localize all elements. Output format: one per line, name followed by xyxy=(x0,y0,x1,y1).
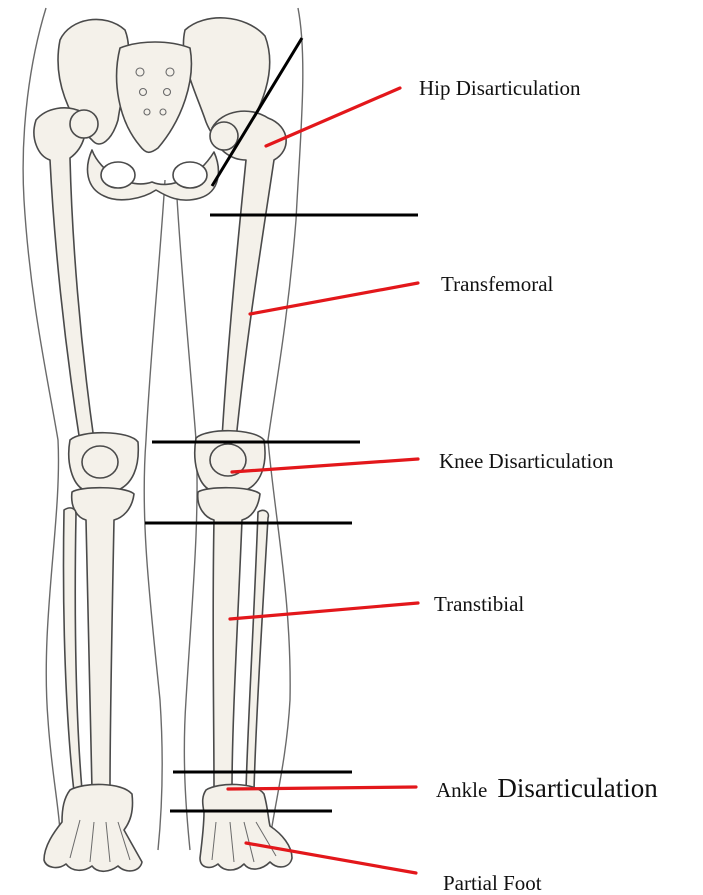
lower-leg-bones xyxy=(63,488,268,792)
pelvis xyxy=(58,18,270,200)
knee-disarticulation-label: Knee Disarticulation xyxy=(439,449,614,473)
partial-foot-label: Partial Foot xyxy=(443,871,542,895)
knees xyxy=(69,431,265,490)
transfemoral-label: Transfemoral xyxy=(441,272,554,296)
ankle-label-suffix: Disarticulation xyxy=(497,773,658,803)
transfemoral-pointer xyxy=(250,283,418,314)
hip-pointer xyxy=(266,88,400,146)
ankle-label-prefix: Ankle xyxy=(436,778,487,802)
labels: Hip Disarticulation Transfemoral Knee Di… xyxy=(419,76,658,895)
femurs xyxy=(34,108,286,442)
ankle-disarticulation-label: Ankle Disarticulation xyxy=(436,773,658,803)
transtibial-label: Transtibial xyxy=(434,592,524,616)
skeleton-legs-illustration xyxy=(23,8,303,871)
feet xyxy=(44,784,292,871)
ankle-pointer xyxy=(228,787,416,789)
hip-disarticulation-label: Hip Disarticulation xyxy=(419,76,581,100)
